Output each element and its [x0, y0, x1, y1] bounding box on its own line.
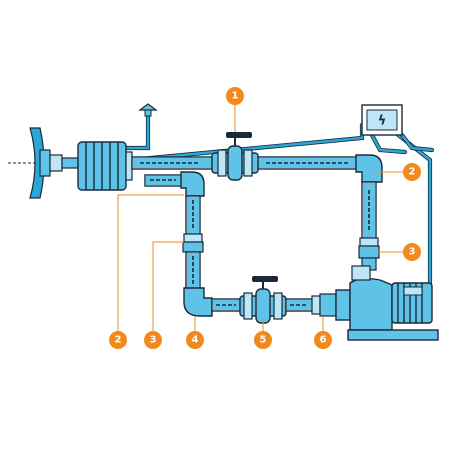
- pipe-stub-left: [144, 174, 182, 187]
- pump-motor-icon: [335, 265, 439, 341]
- pipe-right-vertical: [361, 181, 377, 239]
- callout-label: 6: [320, 335, 327, 346]
- ball-valve-icon: [239, 276, 287, 324]
- pipe-top-left: [131, 156, 213, 170]
- elbow-left-bottom: [183, 287, 213, 317]
- pipe-bottom-left: [211, 298, 241, 312]
- callout-6: 6: [314, 331, 332, 349]
- callout-label: 2: [115, 335, 122, 346]
- callout-label: 1: [232, 91, 239, 102]
- electric-bolt-symbol: ϟ: [378, 114, 387, 129]
- callout-5: 5: [254, 331, 272, 349]
- callout-3-bottom: 3: [144, 331, 162, 349]
- callout-2-right: 2: [403, 163, 421, 181]
- elbow-left-top: [180, 171, 205, 197]
- pipe-left-vertical-lower: [185, 251, 201, 289]
- drain-tee: [138, 103, 158, 117]
- callout-4: 4: [186, 331, 204, 349]
- callout-label: 3: [409, 247, 416, 258]
- elbow-top-right: [355, 154, 383, 183]
- callout-1: 1: [226, 87, 244, 105]
- reducer-bottom: [311, 293, 337, 317]
- pool-nozzle-icon: [8, 127, 79, 199]
- reducer-right: [358, 237, 380, 271]
- leader-lines: [117, 100, 407, 338]
- callout-label: 5: [260, 335, 267, 346]
- pipe-left-vertical-upper: [185, 195, 201, 235]
- electric-box-icon: ϟ: [361, 104, 403, 136]
- pipe-bottom-right: [285, 298, 313, 312]
- thin-lines: [117, 112, 435, 288]
- callout-label: 4: [192, 335, 199, 346]
- filter-tank-icon: [77, 141, 133, 191]
- pipe-top-right: [257, 156, 357, 170]
- callout-label: 2: [409, 167, 416, 178]
- callout-2-bottom: 2: [109, 331, 127, 349]
- reducer-left: [182, 233, 204, 253]
- ball-valve-icon: [211, 132, 259, 181]
- callout-label: 3: [150, 335, 157, 346]
- callout-3-right: 3: [403, 243, 421, 261]
